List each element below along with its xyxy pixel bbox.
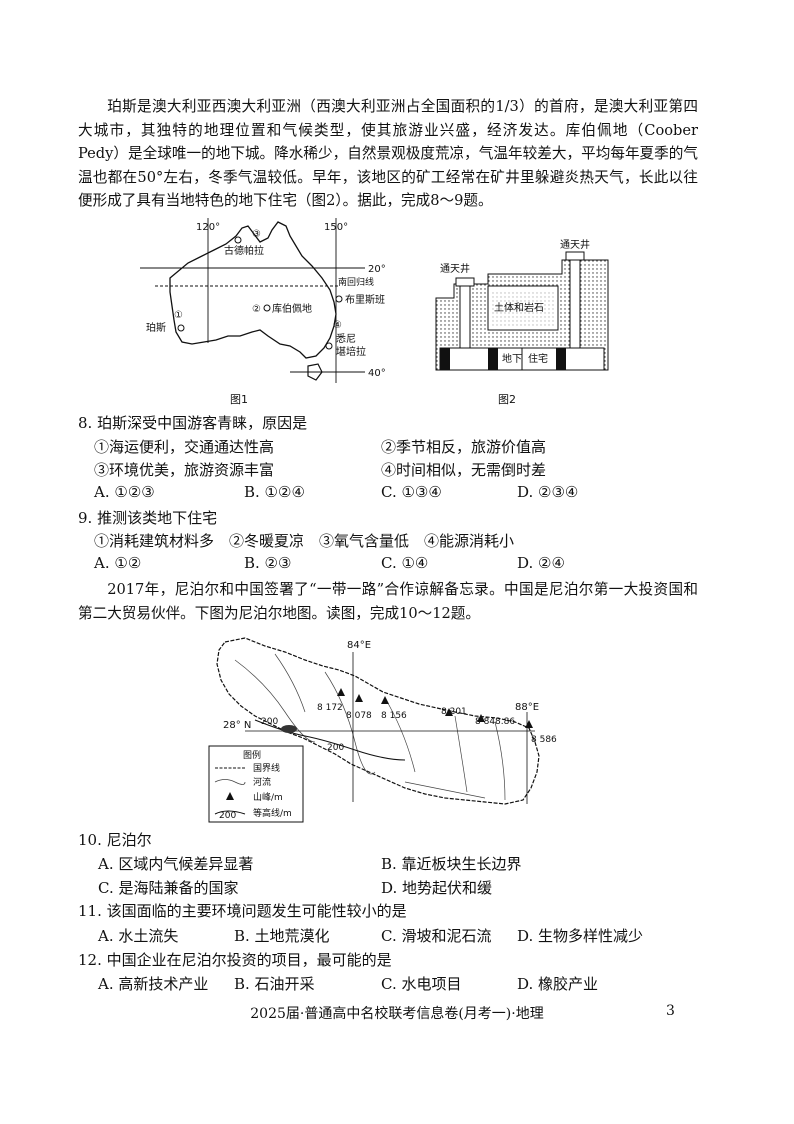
intro-paragraph-australia: 珀斯是澳大利亚西澳大利亚洲（西澳大利亚洲占全国面积的1/3）的首府，是澳大利亚第…	[78, 98, 698, 209]
goodparla-label: 古德帕拉	[224, 244, 264, 257]
figure-1-caption: 图1	[230, 393, 248, 406]
q8-statement-1: ①海运便利，交通通达性高	[94, 438, 275, 456]
question-10-stem: 10. 尼泊尔	[78, 831, 152, 849]
canberra-label: 堪培拉	[336, 345, 366, 358]
legend-contour-number: 200	[219, 811, 236, 821]
page-footer: 2025届·普通高中名校联考信息卷(月考一)·地理	[250, 1006, 544, 1022]
peak-label-6: 8 586	[531, 735, 557, 745]
q9-statements: ①消耗建筑材料多 ②冬暖夏凉 ③氧气含量低 ④能源消耗小	[94, 532, 515, 550]
q8-statement-2: ②季节相反，旅游价值高	[381, 438, 547, 456]
soil-label: 土体和岩石	[494, 301, 544, 314]
lon-120-label: 120°	[196, 222, 220, 233]
contour-label-b: 200	[327, 743, 344, 753]
lat-20-label: 20°	[368, 264, 386, 275]
q11-option-d[interactable]: D. 生物多样性减少	[517, 927, 644, 945]
tasmania-island	[307, 363, 323, 381]
brisbane-label: 布里斯班	[345, 293, 385, 306]
legend-river: 河流	[253, 776, 271, 788]
figure-2-caption: 图2	[498, 393, 516, 406]
house-label-1: 地下	[502, 352, 522, 365]
question-12-stem: 12. 中国企业在尼泊尔投资的项目，最可能的是	[78, 951, 392, 969]
question-11-stem: 11. 该国面临的主要环境问题发生可能性较小的是	[78, 902, 407, 920]
nepal-border	[216, 637, 540, 805]
lon-84-label: 84°E	[347, 640, 371, 651]
peak-label-2: 8 078	[346, 711, 372, 721]
coober-pedy-label: 库伯佩地	[272, 302, 312, 315]
q8-option-a[interactable]: A. ①②③	[94, 483, 155, 501]
sydney-label: 悉尼	[336, 333, 356, 345]
q12-option-c[interactable]: C. 水电项目	[381, 975, 462, 993]
peak-label-4: 8 201	[441, 707, 467, 717]
q9-option-b[interactable]: B. ②③	[244, 554, 292, 572]
coober-pedy-number: ②	[252, 304, 261, 315]
page-number: 3	[666, 1003, 675, 1019]
goodparla-number: ③	[252, 229, 261, 240]
q12-option-d[interactable]: D. 橡胶产业	[517, 975, 599, 993]
q12-option-b[interactable]: B. 石油开采	[234, 975, 315, 993]
q9-option-a[interactable]: A. ①②	[94, 554, 142, 572]
q10-option-c[interactable]: C. 是海陆兼备的国家	[98, 879, 239, 897]
left-shaft-label: 通天井	[440, 262, 470, 275]
q8-statement-4: ④时间相似，无需倒时差	[381, 461, 547, 479]
legend-peak: 山峰/m	[253, 792, 283, 803]
q11-option-c[interactable]: C. 滑坡和泥石流	[381, 927, 492, 945]
legend-border: 国界线	[253, 762, 280, 774]
house-label-2: 住宅	[528, 352, 548, 365]
map-legend-box	[208, 745, 304, 823]
australia-coastline	[169, 221, 337, 359]
nepal-map: 84°E 88°E 28° N 8 172 8 078 8 156 8 201 …	[208, 637, 557, 823]
lon-88-label: 88°E	[515, 702, 539, 713]
peak-label-3: 8 156	[381, 711, 407, 721]
question-9-stem: 9. 推测该类地下住宅	[78, 509, 218, 527]
figure-1-australia-map: 120° 150° 20° 40° 南回归线 ① 珀斯 ② 库伯佩地 ③ 古德帕…	[140, 218, 386, 383]
lon-150-label: 150°	[324, 222, 348, 233]
lat-40-label: 40°	[368, 368, 386, 379]
perth-label: 珀斯	[146, 321, 166, 334]
peak-label-5: 8 848.86	[475, 717, 515, 727]
legend-contour: 等高线/m	[253, 807, 292, 819]
peak-label-1: 8 172	[317, 703, 343, 713]
tropic-label: 南回归线	[338, 276, 374, 288]
right-shaft-label: 通天井	[560, 238, 590, 251]
q8-option-c[interactable]: C. ①③④	[381, 483, 442, 501]
q9-option-c[interactable]: C. ①④	[381, 554, 429, 572]
question-8-stem: 8. 珀斯深受中国游客青睐，原因是	[78, 414, 308, 432]
q8-statement-3: ③环境优美，旅游资源丰富	[94, 461, 275, 479]
contour-label-a: 200	[261, 717, 278, 727]
q10-option-a[interactable]: A. 区域内气候差异显著	[98, 855, 254, 873]
legend-peak-icon	[226, 792, 234, 800]
q11-option-a[interactable]: A. 水土流失	[98, 927, 179, 945]
q10-option-d[interactable]: D. 地势起伏和缓	[381, 879, 493, 897]
intro-paragraph-nepal: 2017年，尼泊尔和中国签署了“一带一路”合作谅解备忘录。中国是尼泊尔第一大投资…	[78, 581, 698, 622]
q12-option-a[interactable]: A. 高新技术产业	[98, 975, 209, 993]
perth-number: ①	[174, 310, 183, 321]
lat-28-label: 28° N	[223, 720, 251, 731]
q11-option-b[interactable]: B. 土地荒漠化	[234, 927, 330, 945]
q10-option-b[interactable]: B. 靠近板块生长边界	[381, 855, 522, 873]
figure-2-underground-house: 通天井 通天井 土体和岩石 地下 住宅	[435, 238, 609, 371]
sydney-number: ④	[333, 320, 342, 331]
q8-option-b[interactable]: B. ①②④	[244, 483, 305, 501]
q9-option-d[interactable]: D. ②④	[517, 554, 565, 572]
q8-option-d[interactable]: D. ②③④	[517, 483, 579, 501]
legend-title: 图例	[243, 749, 261, 761]
